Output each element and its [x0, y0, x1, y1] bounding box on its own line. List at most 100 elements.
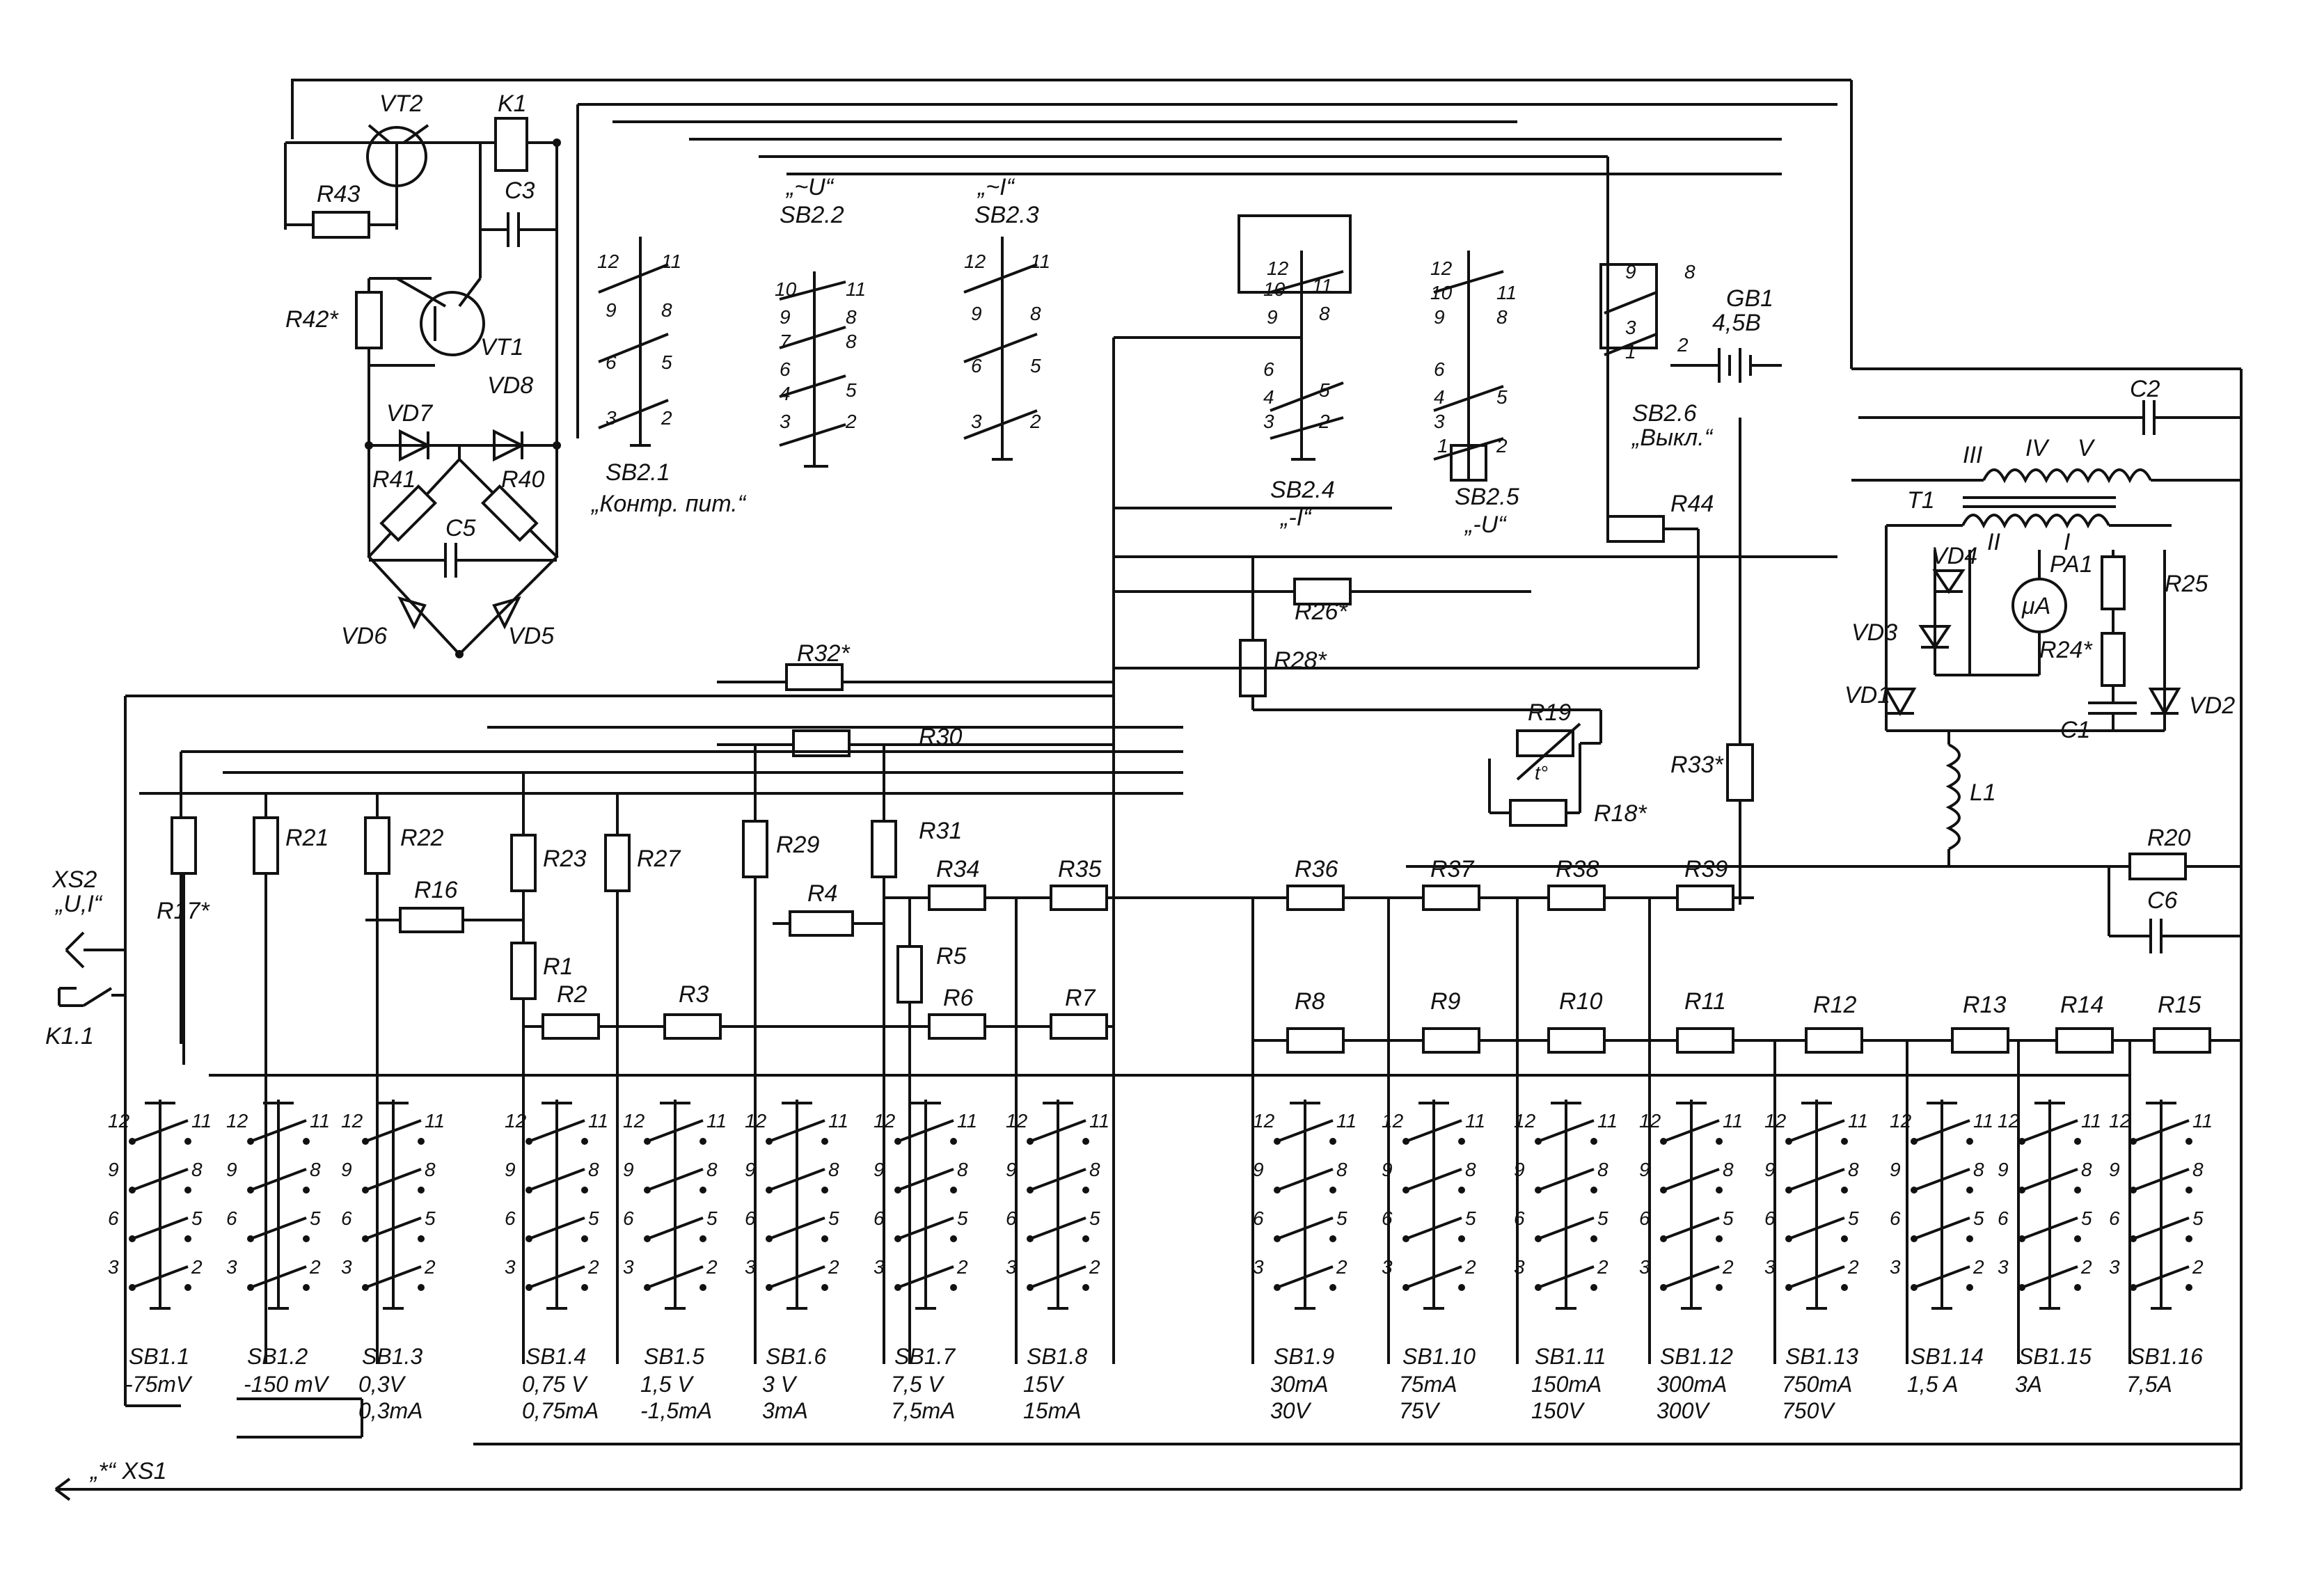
- resistor-r9: [1422, 1027, 1480, 1054]
- svg-text:6: 6: [108, 1207, 119, 1229]
- range-label: 0,3mA: [358, 1398, 422, 1423]
- label-r43: R43: [317, 181, 360, 207]
- range-label: 15V: [1023, 1372, 1065, 1397]
- svg-text:8: 8: [1597, 1159, 1608, 1180]
- svg-text:9: 9: [1625, 261, 1636, 283]
- switch-sb2-5[interactable]: 12 10 11 9 8 6 4 5 3 1 2 SB2.5 „-U“: [1430, 251, 1519, 538]
- svg-text:12: 12: [964, 251, 986, 272]
- svg-text:10: 10: [1263, 278, 1286, 300]
- svg-text:2: 2: [1464, 1256, 1476, 1278]
- resistor-r11: [1676, 1027, 1734, 1054]
- svg-text:5: 5: [2192, 1207, 2204, 1229]
- svg-text:9: 9: [1514, 1159, 1525, 1180]
- svg-text:6: 6: [1998, 1207, 2009, 1229]
- svg-text:8: 8: [425, 1159, 436, 1180]
- label-vd5: VD5: [508, 623, 554, 649]
- svg-text:10: 10: [1430, 282, 1453, 303]
- svg-text:12: 12: [1253, 1110, 1275, 1132]
- range-label: 15mA: [1023, 1398, 1082, 1423]
- label-t1: T1: [1907, 487, 1935, 514]
- svg-text:9: 9: [1267, 306, 1278, 328]
- label-r19: R19: [1528, 699, 1571, 726]
- inductor-l1-icon: [1945, 743, 1961, 850]
- range-label: 3 V: [762, 1372, 798, 1397]
- svg-text:3: 3: [745, 1256, 756, 1278]
- svg-text:9: 9: [226, 1159, 237, 1180]
- svg-text:9: 9: [1434, 306, 1445, 328]
- label-vt1: VT1: [480, 334, 523, 360]
- resistor-r31: [871, 820, 897, 878]
- switch-sb2-3[interactable]: 12 11 9 8 6 5 3 2 „~I“ SB2.3: [963, 174, 1050, 461]
- range-label: 7,5 V: [891, 1372, 944, 1397]
- label-r32: R32*: [797, 640, 851, 667]
- svg-text:12: 12: [597, 251, 619, 272]
- thermistor-symbol: t°: [1535, 762, 1548, 784]
- top-bus-wires: [576, 79, 2243, 1489]
- svg-text:3: 3: [1253, 1256, 1264, 1278]
- svg-text:2: 2: [845, 411, 857, 432]
- svg-text:2: 2: [1597, 1256, 1608, 1278]
- svg-text:9: 9: [1890, 1159, 1901, 1180]
- switch-label: SB1.10: [1402, 1344, 1476, 1369]
- resistor-r27: [604, 834, 631, 892]
- diode-vd6-icon: [397, 596, 427, 630]
- label-sb2-6: SB2.6: [1632, 400, 1697, 427]
- svg-text:3: 3: [1514, 1256, 1525, 1278]
- svg-text:5: 5: [1336, 1207, 1347, 1229]
- label-r37: R37: [1430, 856, 1474, 882]
- svg-text:6: 6: [1253, 1207, 1264, 1229]
- switch-sb2-4[interactable]: 12 10 11 9 8 6 4 5 3 2 SB2.4 „-I“: [1238, 214, 1352, 531]
- svg-text:III: III: [1963, 442, 1983, 468]
- label-c3: C3: [505, 177, 535, 204]
- battery-gb1: GB1 4,5В: [1670, 285, 1782, 383]
- svg-text:5: 5: [706, 1207, 718, 1229]
- switch-label: SB1.8: [1027, 1344, 1087, 1369]
- svg-text:12: 12: [341, 1110, 363, 1132]
- svg-text:5: 5: [1030, 355, 1041, 377]
- svg-text:5: 5: [1319, 379, 1330, 401]
- svg-text:2: 2: [191, 1256, 203, 1278]
- svg-text:4: 4: [1434, 386, 1445, 408]
- svg-text:12: 12: [1639, 1110, 1661, 1132]
- svg-text:9: 9: [1006, 1159, 1017, 1180]
- svg-text:8: 8: [1030, 303, 1041, 324]
- svg-text:6: 6: [623, 1207, 634, 1229]
- label-xs1: „*“ XS1: [89, 1458, 167, 1484]
- range-label: 30mA: [1270, 1372, 1329, 1397]
- svg-text:8: 8: [1336, 1159, 1347, 1180]
- label-r38: R38: [1556, 856, 1599, 882]
- switch-sb2-2[interactable]: 10 11 9 8 7 8 6 5 4 3 2 „~U“ SB2.2: [775, 174, 866, 468]
- switch-label: SB1.11: [1535, 1344, 1606, 1369]
- label-c6: C6: [2147, 887, 2178, 914]
- switch-label: SB1.2: [247, 1344, 308, 1369]
- switch-sb2-1[interactable]: 12 11 9 8 6 5 3 2 SB2.1 „Контр. пит.“: [590, 237, 747, 517]
- svg-text:8: 8: [1973, 1159, 1984, 1180]
- resistor-r37: [1422, 885, 1480, 911]
- label-r36: R36: [1295, 856, 1338, 882]
- svg-text:2: 2: [661, 407, 672, 429]
- svg-text:6: 6: [1382, 1207, 1393, 1229]
- svg-text:2: 2: [1847, 1256, 1859, 1278]
- switch-sb2-6[interactable]: 9 8 3 1 2 SB2.6 „Выкл.“: [1599, 261, 1714, 451]
- resistor-r39: [1676, 885, 1734, 911]
- svg-text:2: 2: [309, 1256, 321, 1278]
- svg-text:12: 12: [1430, 257, 1453, 279]
- range-label: 150V: [1531, 1398, 1585, 1423]
- svg-text:2: 2: [1496, 435, 1508, 457]
